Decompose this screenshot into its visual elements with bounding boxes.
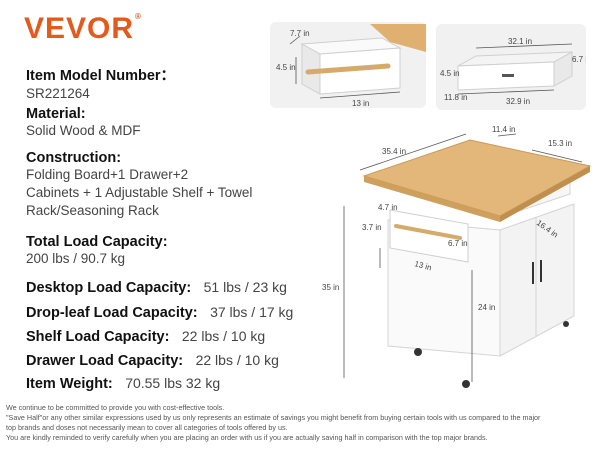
spec-dropleaf-load: Drop-leaf Load Capacity: 37 lbs / 17 kg bbox=[26, 303, 293, 322]
dim-label: 11.4 in bbox=[492, 125, 515, 134]
dim-label: 13 in bbox=[352, 99, 369, 108]
island-towel-bar bbox=[394, 224, 462, 240]
dim-label: 13 in bbox=[413, 259, 432, 272]
dim-line-drawer bbox=[497, 133, 517, 137]
spec-value: 22 lbs / 10 kg bbox=[195, 352, 279, 368]
door-handle-right bbox=[540, 260, 542, 282]
spec-label: Item Model Number： bbox=[26, 68, 176, 84]
dim-line bbox=[289, 35, 301, 45]
spec-value: 22 lbs / 10 kg bbox=[181, 328, 266, 344]
spec-item-weight: Item Weight: 70.55 lbs 32 kg bbox=[26, 374, 220, 393]
drawer-side bbox=[553, 51, 573, 87]
door-handle-left bbox=[532, 262, 534, 284]
spec-material: Material: Solid Wood & MDF bbox=[26, 106, 141, 140]
dim-label: 4.7 in bbox=[378, 203, 398, 212]
spec-drawer-load: Drawer Load Capacity: 22 lbs / 10 kg bbox=[26, 351, 279, 370]
dim-label: 4.5 in bbox=[440, 69, 460, 78]
disclaimer-line: top brands and doses not necessarily mea… bbox=[6, 423, 288, 432]
spec-label: Shelf Load Capacity: bbox=[26, 329, 170, 345]
countertop-edge-side bbox=[500, 166, 590, 222]
disclaimer-line: You are kindly reminded to verify carefu… bbox=[6, 433, 488, 442]
spec-label: Desktop Load Capacity: bbox=[26, 280, 192, 296]
spec-value: Solid Wood & MDF bbox=[26, 123, 141, 138]
dim-label: 6.7 in bbox=[448, 239, 468, 248]
caster bbox=[462, 380, 470, 388]
dim-label: 15.3 in bbox=[548, 139, 572, 148]
disclaimer-line: We continue to be committed to provide y… bbox=[6, 403, 225, 412]
dim-line bbox=[457, 89, 555, 95]
dim-label: 7.7 in bbox=[290, 29, 310, 38]
dim-label: 11.8 in bbox=[444, 93, 467, 102]
drawer-handle bbox=[502, 74, 514, 77]
spec-model: Item Model Number： SR221264 bbox=[26, 64, 175, 103]
disclaimer: We continue to be committed to provide y… bbox=[6, 403, 596, 443]
spec-construction: Construction: Folding Board+1 Drawer+2 C… bbox=[26, 150, 252, 220]
spec-label: Item Weight: bbox=[26, 376, 113, 392]
spec-total-load: Total Load Capacity: 200 lbs / 90.7 kg bbox=[26, 234, 168, 268]
dim-label: 32.9 in bbox=[506, 97, 530, 106]
disclaimer-line: "Save Half"or any other similar expressi… bbox=[6, 413, 541, 422]
dim-label: 6.7 in bbox=[572, 55, 586, 64]
towel-rack-diagram: 7.7 in 4.5 in 13 in bbox=[276, 24, 426, 108]
spec-value: SR221264 bbox=[26, 86, 90, 101]
brand-name: VEVOR bbox=[24, 12, 135, 45]
dim-line-side bbox=[531, 149, 583, 163]
dim-label: 4.5 in bbox=[276, 63, 296, 72]
spec-label: Material: bbox=[26, 106, 86, 122]
vevor-logo: VEVOR® bbox=[24, 12, 142, 46]
dim-label: 32.1 in bbox=[508, 37, 532, 46]
dim-label: 35 in bbox=[322, 283, 339, 292]
countertop-corner bbox=[370, 24, 426, 52]
countertop-edge-front bbox=[364, 176, 500, 222]
dim-line bbox=[475, 43, 573, 49]
dim-label: 35.4 in bbox=[382, 147, 406, 156]
rack-front bbox=[319, 47, 401, 95]
spec-label: Total Load Capacity: bbox=[26, 234, 168, 250]
spec-label: Construction: bbox=[26, 150, 122, 166]
caster bbox=[414, 348, 422, 356]
dim-label: 24 in bbox=[478, 303, 495, 312]
registered-mark: ® bbox=[135, 12, 142, 21]
spec-desktop-load: Desktop Load Capacity: 51 lbs / 23 kg bbox=[26, 278, 287, 297]
spec-value-line: Folding Board+1 Drawer+2 bbox=[26, 167, 189, 182]
spec-value: 70.55 lbs 32 kg bbox=[125, 375, 221, 391]
dim-label: 3.7 in bbox=[362, 223, 382, 232]
island-towel-rack bbox=[389, 209, 469, 263]
spec-value-line: Cabinets + 1 Adjustable Shelf + Towel bbox=[26, 185, 253, 200]
cabinet-front bbox=[499, 203, 575, 357]
spec-value-line: Rack/Seasoning Rack bbox=[26, 203, 159, 218]
spec-label: Drop-leaf Load Capacity: bbox=[26, 305, 198, 321]
spec-label: Drawer Load Capacity: bbox=[26, 353, 184, 369]
drawer-diagram: 32.1 in 6.7 in 4.5 in 11.8 in 32.9 in bbox=[440, 37, 592, 106]
spec-value: 51 lbs / 23 kg bbox=[203, 279, 287, 295]
drawer-thumbnail: 32.1 in 6.7 in 4.5 in 11.8 in 32.9 in bbox=[436, 24, 592, 110]
dim-line bbox=[319, 91, 401, 99]
spec-shelf-load: Shelf Load Capacity: 22 lbs / 10 kg bbox=[26, 327, 265, 346]
dim-line-length bbox=[359, 133, 467, 171]
towel-bar bbox=[305, 63, 391, 75]
kitchen-island-diagram: 35.4 in 11.4 in 15.3 in 16.4 in 4.7 in 3… bbox=[322, 125, 592, 388]
spec-value: 37 lbs / 17 kg bbox=[210, 304, 294, 320]
spec-value: 200 lbs / 90.7 kg bbox=[26, 251, 126, 266]
towel-rack-thumbnail: 7.7 in 4.5 in 13 in bbox=[270, 22, 426, 108]
caster bbox=[563, 321, 569, 327]
